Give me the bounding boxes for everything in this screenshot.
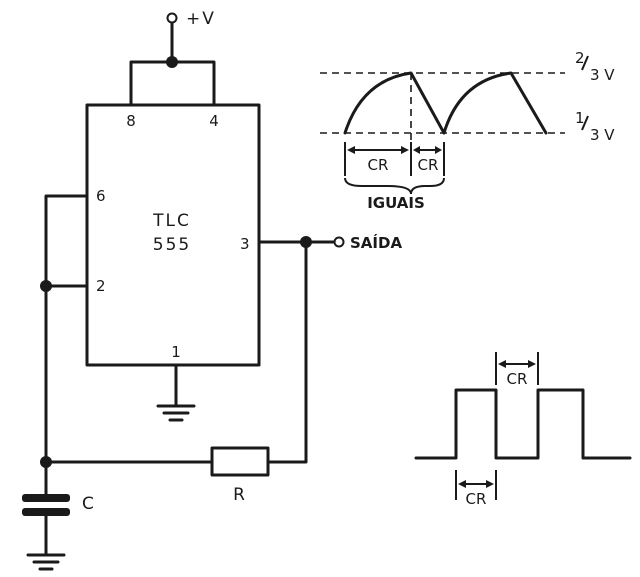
pin-4-label: 4 bbox=[209, 112, 219, 130]
pin-3-label: 3 bbox=[240, 235, 250, 253]
sawtooth-trace bbox=[343, 71, 548, 135]
ic-name: TLC bbox=[152, 211, 191, 231]
pin-8-label: 8 bbox=[126, 112, 136, 130]
discharge-time-marker: CR bbox=[413, 142, 445, 176]
low-time-marker: CR bbox=[455, 470, 497, 508]
ground-symbol-pin1 bbox=[156, 363, 196, 422]
supply-label: +V bbox=[186, 9, 216, 29]
svg-text:3 V: 3 V bbox=[590, 66, 615, 84]
svg-text:2: 2 bbox=[575, 49, 585, 67]
svg-text:3 V: 3 V bbox=[590, 126, 615, 144]
ic-number: 555 bbox=[153, 235, 191, 255]
output-wire: SAÍDA bbox=[257, 233, 402, 252]
supply-terminal: +V bbox=[166, 9, 216, 68]
ic-chip: TLC 555 8 4 6 2 3 1 bbox=[85, 103, 261, 367]
resistor: R bbox=[210, 446, 270, 505]
pin-1-label: 1 bbox=[171, 343, 181, 361]
charge-time-marker: CR bbox=[344, 142, 412, 176]
pin-2-label: 2 bbox=[96, 277, 106, 295]
svg-text:1: 1 bbox=[575, 109, 585, 127]
ground-symbol-capacitor bbox=[26, 553, 66, 571]
output-label: SAÍDA bbox=[350, 233, 402, 252]
supply-bus bbox=[129, 60, 216, 107]
upper-level-label: 2 3 V bbox=[575, 49, 615, 84]
threshold-trigger-wire bbox=[40, 194, 89, 468]
capacitor-waveform: 2 3 V 1 3 V CR CR IGUAIS bbox=[320, 49, 615, 212]
high-time-label: CR bbox=[507, 370, 528, 388]
low-time-label: CR bbox=[466, 490, 487, 508]
discharge-time-label: CR bbox=[418, 156, 439, 174]
feedback-wire bbox=[44, 240, 308, 464]
equal-brace: IGUAIS bbox=[344, 177, 445, 212]
square-trace bbox=[414, 388, 632, 460]
charge-time-label: CR bbox=[368, 156, 389, 174]
square-waveform: CR CR bbox=[414, 352, 632, 508]
capacitor-label: C bbox=[82, 494, 96, 514]
high-time-marker: CR bbox=[495, 352, 539, 388]
capacitor: C bbox=[22, 460, 96, 557]
pin-6-label: 6 bbox=[96, 187, 106, 205]
equal-label: IGUAIS bbox=[367, 194, 425, 212]
lower-level-label: 1 3 V bbox=[575, 109, 615, 144]
resistor-label: R bbox=[233, 485, 247, 505]
